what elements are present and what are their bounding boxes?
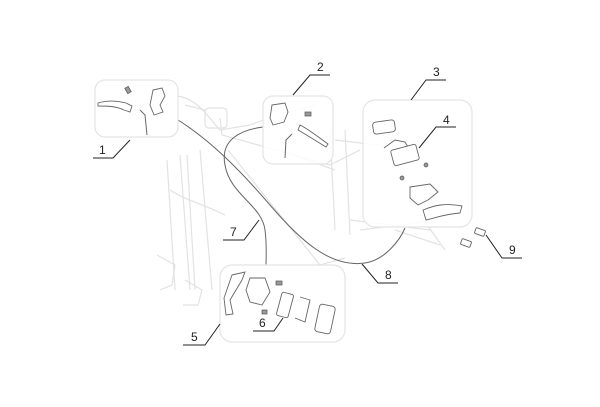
- callout-5-label: 5: [191, 330, 198, 344]
- callout-7: 7: [223, 219, 260, 241]
- callout-1: 1: [93, 139, 131, 159]
- callout-6: 6: [253, 316, 284, 332]
- callout-1-label: 1: [99, 143, 106, 157]
- callout-4-label: 4: [443, 113, 450, 127]
- callout-7-label: 7: [230, 225, 237, 239]
- callout-2-label: 2: [317, 60, 324, 74]
- rear-brake-caliper-assembly[interactable]: [219, 264, 346, 343]
- callout-3-label: 3: [433, 65, 440, 79]
- mounting-bolts[interactable]: [460, 227, 486, 248]
- callout-9: 9: [485, 234, 522, 259]
- callout-3: 3: [410, 65, 446, 101]
- front-brake-caliper-assembly[interactable]: [362, 99, 473, 228]
- callout-2: 2: [292, 60, 330, 96]
- callout-5: 5: [183, 323, 221, 346]
- callout-6-label: 6: [259, 316, 266, 330]
- callout-9-label: 9: [509, 243, 516, 257]
- brake-hose-front: [223, 126, 267, 266]
- right-brake-lever-assembly[interactable]: [262, 95, 334, 165]
- brake-hose-rear: [177, 119, 406, 265]
- left-brake-lever-assembly[interactable]: [94, 79, 179, 138]
- callout-8: 8: [361, 263, 398, 284]
- callout-8-label: 8: [385, 268, 392, 282]
- callout-4: 4: [418, 113, 456, 149]
